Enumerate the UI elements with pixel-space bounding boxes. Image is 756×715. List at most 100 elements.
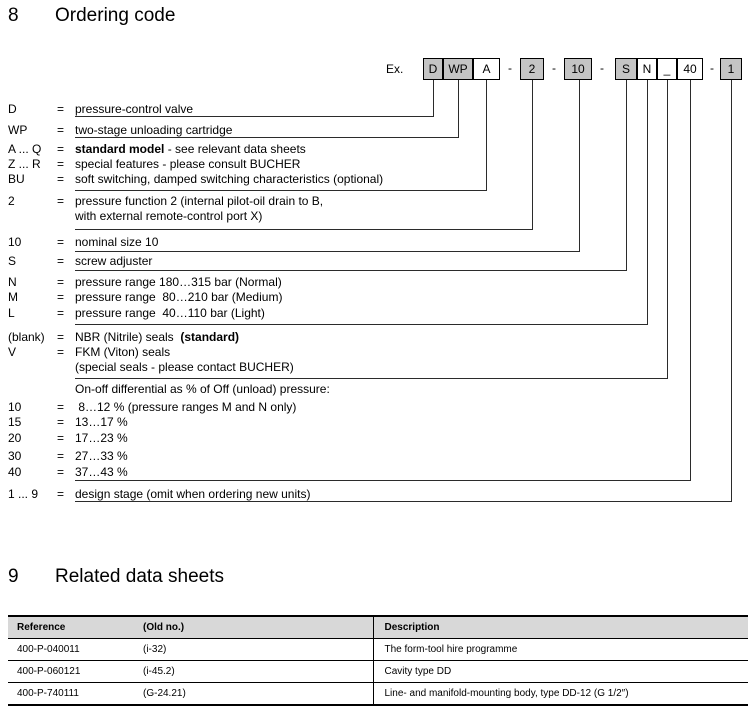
legend-description-text: - see relevant data sheets (164, 142, 306, 156)
equals-sign: = (57, 345, 65, 359)
legend-row: M=pressure range 80…210 bar (Medium) (0, 291, 756, 306)
table-row: 400-P-040011(i-32)The form-tool hire pro… (8, 638, 748, 661)
connector-line (458, 80, 459, 138)
legend-description: 27…33 % (75, 450, 128, 463)
equals-sign: = (57, 400, 65, 414)
equals-sign: = (57, 431, 65, 445)
legend-description-text: 27…33 % (75, 449, 128, 463)
legend-description-text: 8…12 % (pressure ranges M and N only) (75, 400, 297, 414)
legend-row: Z ... R=special features - please consul… (0, 158, 756, 173)
code-box: S (615, 58, 637, 80)
equals-sign: = (57, 306, 65, 320)
legend-row: S=screw adjuster (0, 255, 756, 270)
legend-underline (75, 501, 732, 502)
legend-row: BU=soft switching, damped switching char… (0, 173, 756, 188)
legend-description: with external remote-control port X) (75, 210, 262, 223)
legend-description-text: design stage (omit when ordering new uni… (75, 487, 311, 501)
legend-description-text: screw adjuster (75, 254, 153, 268)
legend-description-text: FKM (Viton) seals (75, 345, 171, 359)
section-8-number: 8 (8, 5, 19, 26)
connector-line (690, 80, 691, 481)
code-box: 1 (720, 58, 742, 80)
legend-description-text: special features - please consult BUCHER (75, 157, 301, 171)
legend-code: (blank) (8, 330, 45, 344)
legend-row: with external remote-control port X) (0, 210, 756, 225)
table-cell: The form-tool hire programme (372, 638, 748, 661)
legend-underline (75, 480, 691, 481)
legend-description: pressure function 2 (internal pilot-oil … (75, 195, 323, 208)
legend-description-text: NBR (Nitrile) seals (75, 330, 181, 344)
legend-row: 2=pressure function 2 (internal pilot-oi… (0, 195, 756, 210)
section-8-heading: 8 Ordering code (0, 5, 756, 29)
table-cell: (i-32) (134, 638, 373, 661)
section-9-heading: 9 Related data sheets (0, 566, 756, 590)
legend-code: S (8, 254, 17, 268)
legend-description-text: pressure range 80…210 bar (Medium) (75, 290, 283, 304)
legend-description: FKM (Viton) seals (75, 346, 170, 359)
code-box: N (637, 58, 657, 80)
legend-description: 13…17 % (75, 416, 128, 429)
equals-sign: = (57, 415, 65, 429)
connector-line (532, 80, 533, 230)
legend-description: pressure-control valve (75, 103, 193, 116)
legend-underline (75, 190, 487, 191)
legend-description-text: (special seals - please contact BUCHER) (75, 360, 294, 374)
legend-code: M (8, 290, 18, 304)
legend-description-text: On-off differential as % of Off (unload)… (75, 382, 330, 396)
equals-sign: = (57, 275, 65, 289)
legend-description-text: 17…23 % (75, 431, 128, 445)
legend-description-text: with external remote-control port X) (75, 209, 263, 223)
section-9-number: 9 (8, 566, 19, 587)
table-cell: Cavity type DD (372, 660, 748, 683)
legend-row: 15=13…17 % (0, 416, 756, 431)
code-separator-dash: - (710, 61, 714, 75)
legend-code: D (8, 102, 17, 116)
legend-description-text: pressure range 180…315 bar (Normal) (75, 275, 282, 289)
code-box: 10 (564, 58, 592, 80)
table-row: 400-P-060121(i-45.2)Cavity type DD (8, 660, 748, 683)
legend-row: (blank)=NBR (Nitrile) seals (standard) (0, 331, 756, 346)
legend-description: screw adjuster (75, 255, 152, 268)
equals-sign: = (57, 235, 65, 249)
equals-sign: = (57, 102, 65, 116)
legend-underline (75, 270, 627, 271)
legend-description-text: two-stage unloading cartridge (75, 123, 233, 137)
legend-underline (75, 378, 668, 379)
legend-description: NBR (Nitrile) seals (standard) (75, 331, 239, 344)
equals-sign: = (57, 142, 65, 156)
legend-code: 30 (8, 449, 22, 463)
table-cell: 400-P-060121 (8, 660, 134, 683)
legend-code: 20 (8, 431, 22, 445)
legend-description: soft switching, damped switching charact… (75, 173, 383, 186)
legend-code: A ... Q (8, 142, 42, 156)
legend-description-bold-text: (standard) (180, 330, 240, 344)
connector-line (626, 80, 627, 271)
legend-description-text: soft switching, damped switching charact… (75, 172, 384, 186)
code-separator-dash: - (508, 61, 512, 75)
legend-description: special features - please consult BUCHER (75, 158, 300, 171)
legend-underline (75, 229, 533, 230)
legend-description: 17…23 % (75, 432, 128, 445)
code-box: 40 (677, 58, 703, 80)
connector-line (433, 80, 434, 117)
equals-sign: = (57, 487, 65, 501)
connector-line (731, 80, 732, 502)
legend-row: V=FKM (Viton) seals (0, 346, 756, 361)
table-cell: Line- and manifold-mounting body, type D… (372, 682, 748, 705)
legend-code: 2 (8, 194, 15, 208)
connector-line (647, 80, 648, 325)
legend-code: WP (8, 123, 28, 137)
equals-sign: = (57, 449, 65, 463)
code-box: A (473, 58, 500, 80)
legend-description: pressure range 80…210 bar (Medium) (75, 291, 282, 304)
equals-sign: = (57, 157, 65, 171)
legend-code: BU (8, 172, 25, 186)
legend-row: A ... Q=standard model - see relevant da… (0, 143, 756, 158)
legend-description: 8…12 % (pressure ranges M and N only) (75, 401, 296, 414)
legend-description-text: 13…17 % (75, 415, 128, 429)
table-cell: 400-P-040011 (8, 638, 134, 661)
related-data-sheets-table: Reference(Old no.)Description 400-P-0400… (8, 615, 748, 706)
legend-code: L (8, 306, 15, 320)
table-cell: (G-24.21) (143, 688, 186, 699)
